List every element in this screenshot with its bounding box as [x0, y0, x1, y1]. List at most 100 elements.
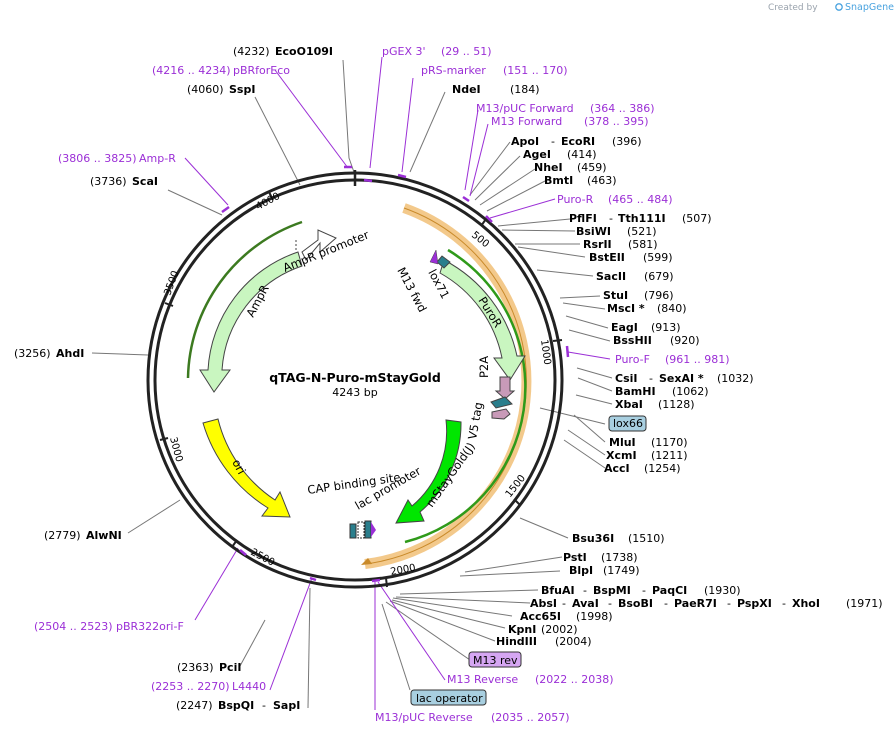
svg-text:AlwNI: AlwNI: [86, 529, 122, 542]
svg-text:-: -: [727, 597, 731, 610]
label-ampr-primer[interactable]: (3806 .. 3825) Amp-R: [58, 152, 176, 165]
svg-text:(3806 .. 3825): (3806 .. 3825): [58, 152, 137, 165]
label-bmti[interactable]: BmtI (463): [544, 174, 617, 187]
ruler-tick-marks: [159, 191, 563, 588]
ruler-label-1000: 1000: [538, 339, 552, 366]
label-puro-f[interactable]: Puro-F (961 .. 981): [615, 353, 730, 366]
svg-text:HindIII: HindIII: [496, 635, 537, 648]
svg-text:(581): (581): [628, 238, 658, 251]
label-ecoo109i[interactable]: (4232) EcoO109I: [233, 45, 333, 58]
svg-text:(1998): (1998): [576, 610, 613, 623]
label-m13-reverse[interactable]: M13 Reverse (2022 .. 2038): [447, 673, 614, 686]
label-l4440[interactable]: (2253 .. 2270) L4440: [151, 680, 266, 693]
label-ndei[interactable]: NdeI (184): [452, 83, 540, 96]
svg-text:MscI *: MscI *: [607, 302, 645, 315]
label-m13-rev[interactable]: M13 rev: [468, 651, 522, 668]
feature-p2a[interactable]: P2A: [477, 356, 516, 400]
svg-text:(396): (396): [612, 135, 642, 148]
svg-text:(414): (414): [567, 148, 597, 161]
label-eagi[interactable]: EagI (913): [611, 321, 681, 334]
svg-text:XbaI: XbaI: [615, 398, 643, 411]
label-stui[interactable]: StuI (796): [603, 289, 674, 302]
svg-text:SacII: SacII: [596, 270, 626, 283]
label-m13puc-forward[interactable]: M13/pUC Forward (364 .. 386): [476, 102, 655, 115]
svg-text:(599): (599): [643, 251, 673, 264]
svg-text:XcmI: XcmI: [606, 449, 637, 462]
svg-text:(2002): (2002): [541, 623, 578, 636]
svg-text:(29 .. 51): (29 .. 51): [441, 45, 492, 58]
feature-ampr[interactable]: AmpR: [199, 251, 303, 393]
label-xcmi[interactable]: XcmI (1211): [606, 449, 688, 462]
feature-cap-lac[interactable]: CAP binding site lac promoter: [306, 464, 423, 539]
label-psti[interactable]: PstI (1738): [563, 551, 638, 564]
label-bsteii[interactable]: BstEII (599): [589, 251, 673, 264]
svg-text:-: -: [608, 597, 612, 610]
ruler-label-4000: 4000: [254, 191, 282, 213]
label-bamhi[interactable]: BamHI (1062): [615, 385, 709, 398]
label-bsshii[interactable]: BssHII (920): [613, 334, 700, 347]
svg-text:(3256): (3256): [14, 347, 51, 360]
label-kpni[interactable]: KpnI (2002): [508, 623, 578, 636]
label-m13-forward[interactable]: M13 Forward (378 .. 395): [491, 115, 649, 128]
label-bfuai[interactable]: BfuAI - BspMI - PaqCI (1930): [541, 584, 741, 597]
label-pflfi[interactable]: PflFI - Tth111I (507): [569, 212, 712, 225]
label-pbr322ori[interactable]: (2504 .. 2523) pBR322ori-F: [34, 620, 184, 633]
label-agei[interactable]: AgeI (414): [523, 148, 597, 161]
label-csii[interactable]: CsiI - SexAI * (1032): [615, 372, 754, 385]
label-pcii[interactable]: (2363) PciI: [177, 661, 241, 674]
svg-text:BamHI: BamHI: [615, 385, 656, 398]
svg-text:(920): (920): [670, 334, 700, 347]
svg-text:(184): (184): [510, 83, 540, 96]
feature-lox71[interactable]: lox71 M13 fwd: [394, 249, 452, 314]
label-bspqi[interactable]: (2247) BspQI - SapI: [176, 699, 300, 712]
feature-ori[interactable]: ori: [202, 418, 291, 518]
label-pbrforeco[interactable]: (4216 .. 4234) pBRforEco: [152, 64, 290, 77]
label-nhei[interactable]: NheI (459): [534, 161, 607, 174]
label-acci[interactable]: AccI (1254): [604, 462, 681, 475]
svg-text:(465 .. 484): (465 .. 484): [608, 193, 673, 206]
label-hindiii[interactable]: HindIII (2004): [496, 635, 592, 648]
svg-text:(3736): (3736): [90, 175, 127, 188]
label-alwni[interactable]: (2779) AlwNI: [44, 529, 122, 542]
label-sspi[interactable]: (4060) SspI: [187, 83, 255, 96]
plasmid-name: qTAG-N-Puro-mStayGold: [269, 370, 441, 385]
svg-text:SspI: SspI: [229, 83, 255, 96]
svg-text:(2022 .. 2038): (2022 .. 2038): [535, 673, 614, 686]
feature-v5[interactable]: V5 tag: [465, 396, 513, 441]
label-bsiwi[interactable]: BsiWI (521): [576, 225, 657, 238]
label-blpi[interactable]: BlpI (1749): [569, 564, 640, 577]
ruler-label-3000: 3000: [167, 436, 184, 463]
label-sacii[interactable]: SacII (679): [596, 270, 674, 283]
feature-ampr-promoter[interactable]: AmpR promoter: [281, 227, 371, 274]
label-bsu36i[interactable]: Bsu36I (1510): [572, 532, 665, 545]
svg-text:(2004): (2004): [555, 635, 592, 648]
label-scai[interactable]: (3736) ScaI: [90, 175, 158, 188]
svg-text:(961 .. 981): (961 .. 981): [665, 353, 730, 366]
label-acc65i[interactable]: Acc65I (1998): [520, 610, 613, 623]
label-lox66[interactable]: lox66: [608, 415, 647, 432]
svg-text:BssHII: BssHII: [613, 334, 652, 347]
label-ahdi[interactable]: (3256) AhdI: [14, 347, 84, 360]
svg-text:(2035 .. 2057): (2035 .. 2057): [491, 711, 570, 724]
label-mlui[interactable]: MluI (1170): [609, 436, 688, 449]
svg-text:BspQI: BspQI: [218, 699, 254, 712]
svg-text:(2253 .. 2270): (2253 .. 2270): [151, 680, 230, 693]
label-pgex3[interactable]: pGEX 3' (29 .. 51): [382, 45, 492, 58]
svg-text:ScaI: ScaI: [132, 175, 158, 188]
site-leader-lines: [91, 59, 613, 709]
svg-text:BsoBI: BsoBI: [618, 597, 653, 610]
svg-text:(2504 .. 2523): (2504 .. 2523): [34, 620, 113, 633]
label-prs-marker[interactable]: pRS-marker (151 .. 170): [421, 64, 568, 77]
label-m13puc-reverse[interactable]: M13/pUC Reverse (2035 .. 2057): [375, 711, 570, 724]
label-absi[interactable]: AbsI - AvaI - BsoBI - PaeR7I - PspXI - X…: [530, 597, 883, 610]
label-msci[interactable]: MscI * (840): [607, 302, 687, 315]
svg-text:Puro-R: Puro-R: [557, 193, 594, 206]
label-xbai[interactable]: XbaI (1128): [615, 398, 695, 411]
svg-text:pBRforEco: pBRforEco: [233, 64, 290, 77]
label-rsrii[interactable]: RsrII (581): [583, 238, 658, 251]
label-apoi[interactable]: ApoI - EcoRI (396): [511, 135, 642, 148]
svg-text:KpnI: KpnI: [508, 623, 536, 636]
svg-text:M13 Forward: M13 Forward: [491, 115, 562, 128]
label-lac-operator[interactable]: lac operator: [410, 689, 487, 706]
label-puror-primer[interactable]: Puro-R (465 .. 484): [557, 193, 673, 206]
